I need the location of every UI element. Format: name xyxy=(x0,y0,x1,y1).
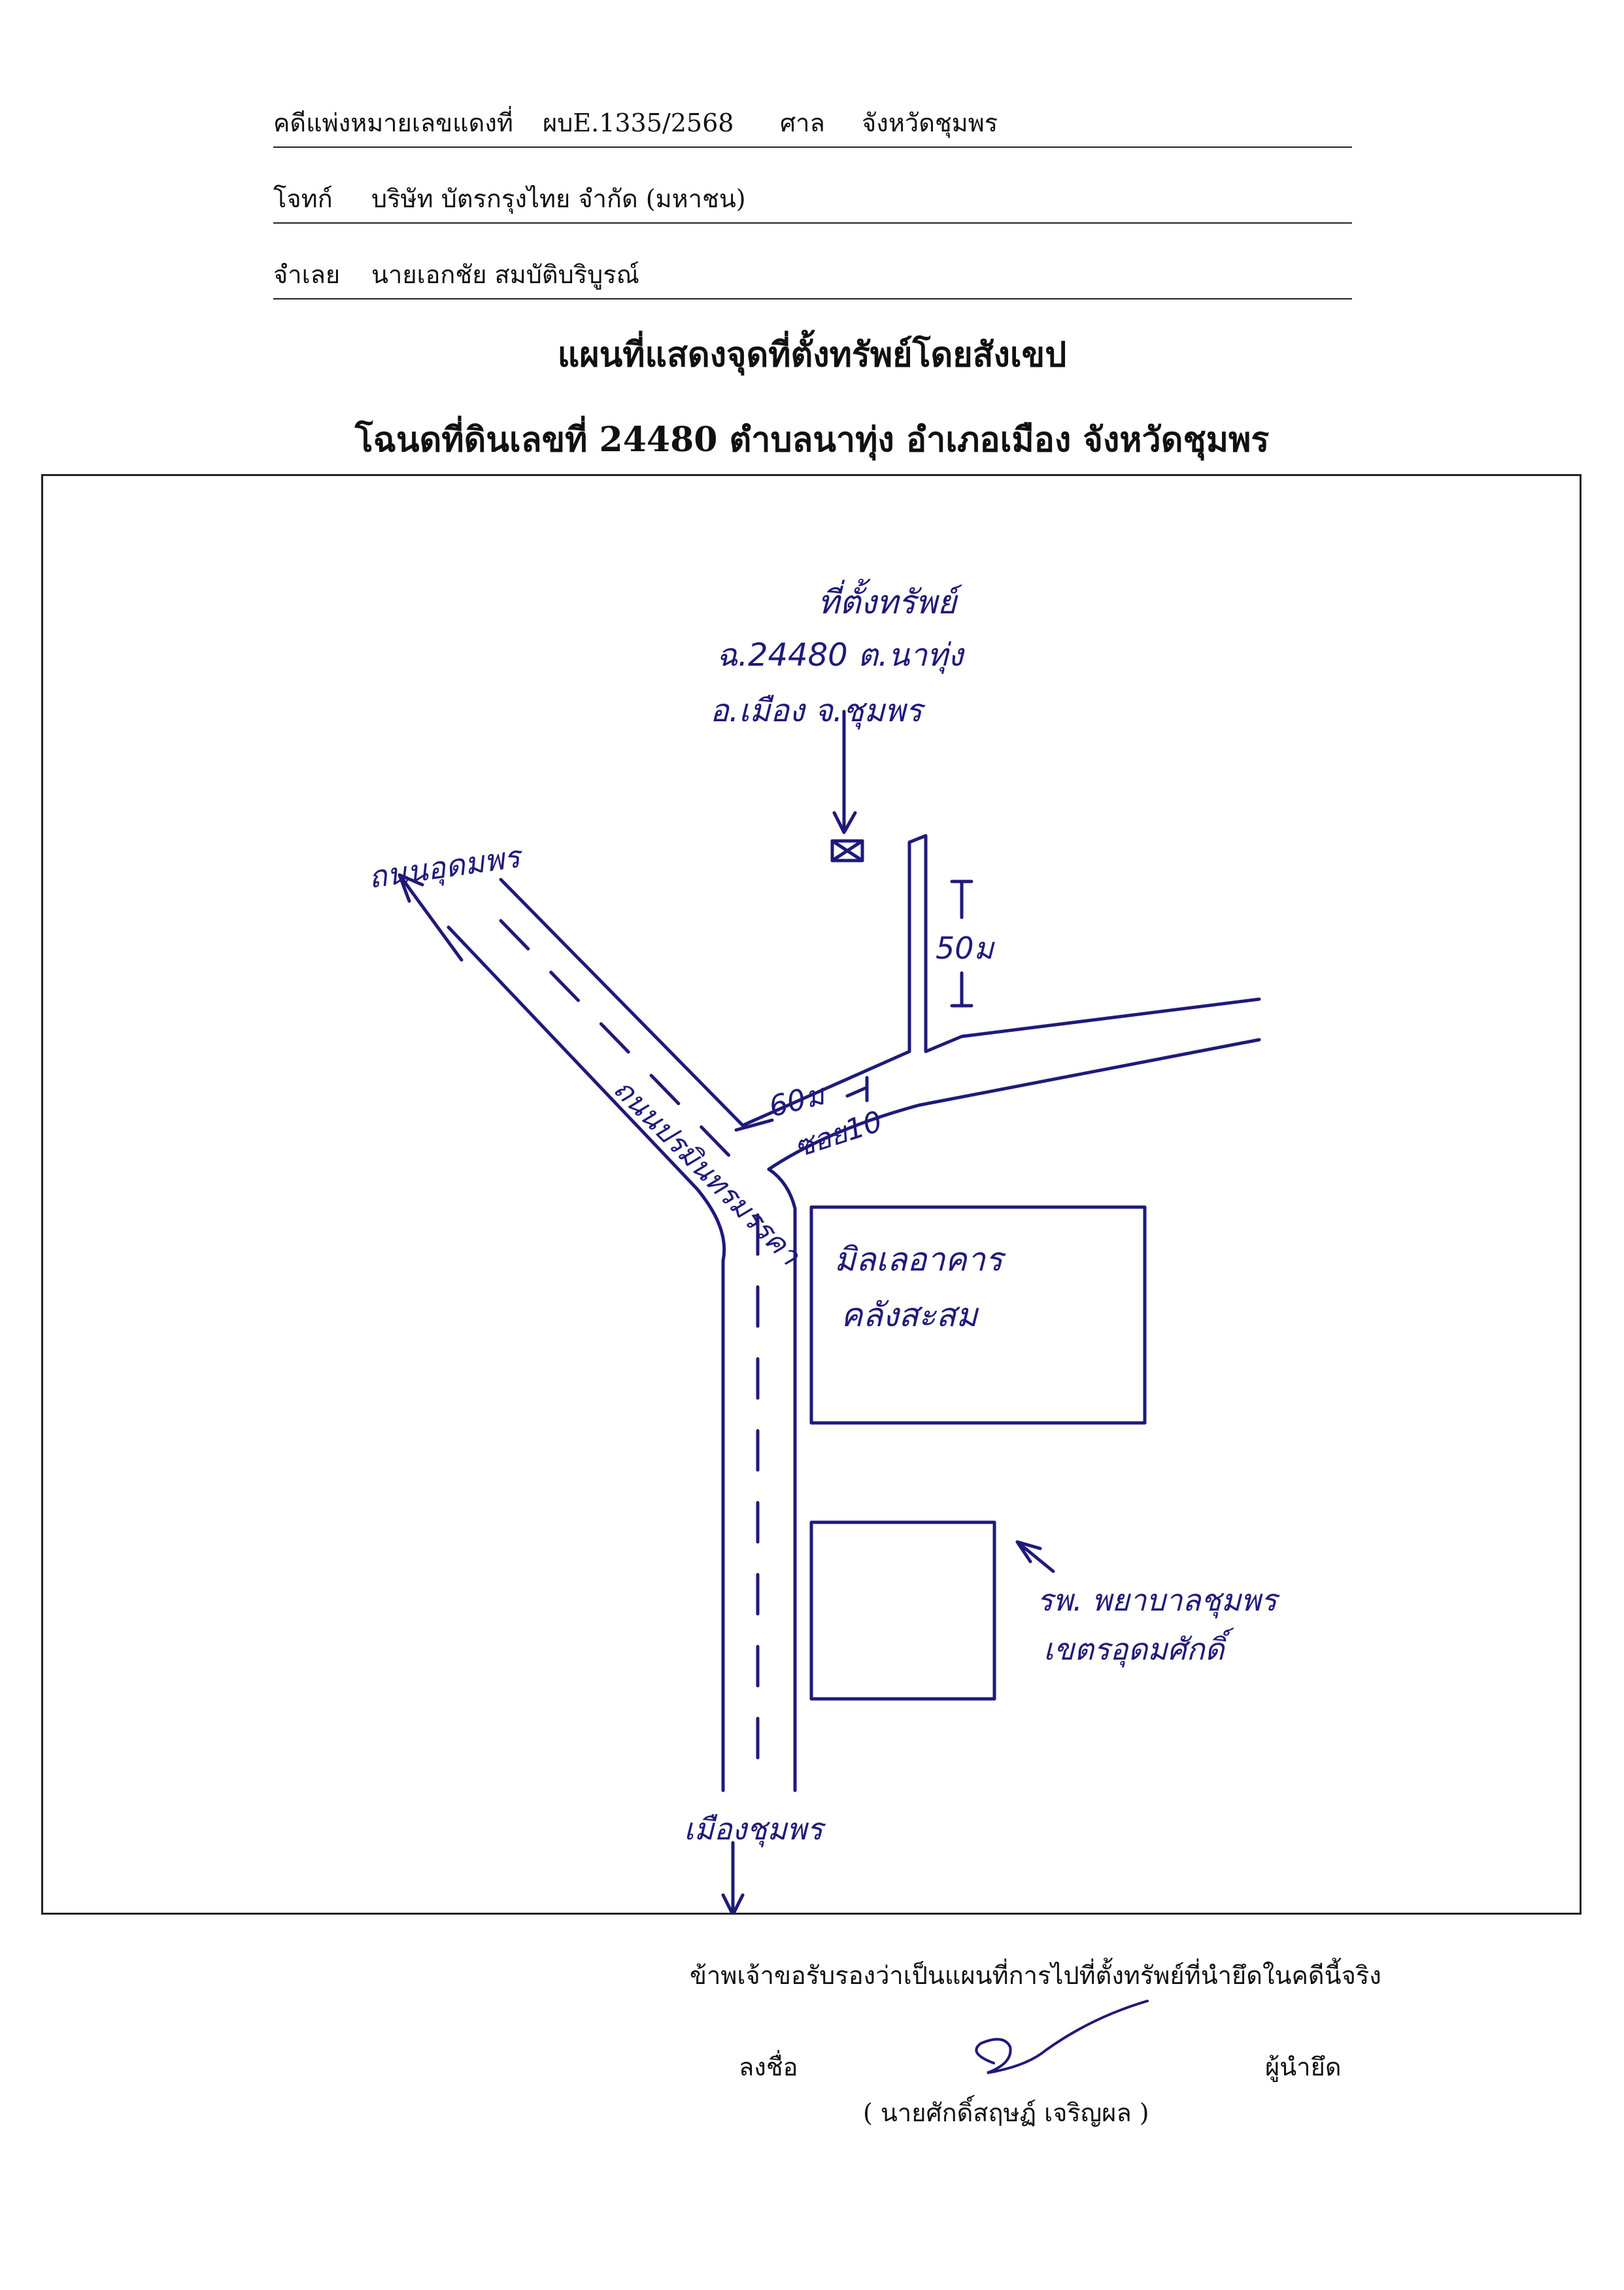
main-road-left-edge xyxy=(447,925,726,1792)
arrow-hospital xyxy=(1015,1540,1055,1573)
case-number: ผบE.1335/2568 xyxy=(543,109,734,137)
court-label: ศาล xyxy=(780,109,825,137)
property-note-3: อ.เมือง จ.ชุมพร xyxy=(710,692,926,730)
arrow-top-left xyxy=(398,873,464,962)
defendant-label: จำเลย xyxy=(273,260,341,289)
property-note-1: ที่ตั้งทรัพย์ xyxy=(818,579,963,621)
case-line: คดีแพ่งหมายเลขแดงที่ ผบE.1335/2568 ศาล จ… xyxy=(273,105,1352,148)
role-label: ผู้นำยึด xyxy=(1265,2053,1342,2081)
property-note-2: ฉ.24480 ต.นาทุ่ง xyxy=(717,637,966,674)
main-title: แผนที่แสดงจุดที่ตั้งทรัพย์โดยสังเขป xyxy=(557,335,1067,375)
defendant-line: จำเลย นายเอกชัย สมบัติบริบูรณ์ xyxy=(273,256,1352,299)
main-road-right-edge xyxy=(499,878,745,1127)
plaintiff-line: โจทก์ บริษัท บัตรกรุงไทย จำกัด (มหาชน) xyxy=(273,180,1352,224)
building-1 xyxy=(809,1205,1147,1425)
junction-curve xyxy=(767,1167,797,1792)
dim-60m xyxy=(734,1076,869,1132)
defendant-value: นายเอกชัย สมบัติบริบูรณ์ xyxy=(371,260,639,289)
sketch-map: ที่ตั้งทรัพย์ ฉ.24480 ต.นาทุ่ง อ.เมือง จ… xyxy=(366,579,1280,1913)
plaintiff-label: โจทก์ xyxy=(273,184,333,213)
plaintiff-value: บริษัท บัตรกรุงไทย จำกัด (มหาชน) xyxy=(371,184,746,213)
building2-line2: เขตรอุดมศักดิ์ xyxy=(1043,1628,1234,1667)
building2-line1: รพ. พยาบาลชุมพร xyxy=(1037,1582,1280,1618)
dim-50m xyxy=(950,880,973,1008)
soi-road-bottom-edge xyxy=(767,1038,1261,1171)
signature-graphic xyxy=(975,2000,1149,2074)
road-top-label: ถนนอุดมพร xyxy=(366,838,526,896)
case-label: คดีแพ่งหมายเลขแดงที่ xyxy=(273,109,513,137)
sign-label: ลงชื่อ xyxy=(739,2053,798,2081)
building1-line2: คลังสะสม xyxy=(841,1296,979,1334)
arrow-down-bottom xyxy=(721,1841,745,1913)
certification-text: ข้าพเจ้าขอรับรองว่าเป็นแผนที่การไปที่ตั้… xyxy=(690,1961,1381,1990)
building1-line1: มิลเลอาคาร xyxy=(834,1240,1006,1278)
court-value: จังหวัดชุมพร xyxy=(862,109,998,137)
distance-vertical: 50ม xyxy=(936,931,996,966)
distance-horizontal: 60ม xyxy=(766,1078,829,1124)
map-frame: ที่ตั้งทรัพย์ ฉ.24480 ต.นาทุ่ง อ.เมือง จ… xyxy=(41,474,1582,1915)
sub-title: โฉนดที่ดินเลขที่ 24480 ตำบลนาทุ่ง อำเภอเ… xyxy=(354,420,1270,460)
building-2 xyxy=(809,1520,996,1701)
arrow-property xyxy=(832,709,857,834)
road-bottom-label: เมืองชุมพร xyxy=(684,1811,826,1847)
road-center-dashes xyxy=(499,919,760,1786)
soi-road-top-edge xyxy=(741,834,1261,1127)
signer-name: ( นายศักดิ์สฤษฏ์ เจริญผล ) xyxy=(863,2098,1149,2127)
property-marker xyxy=(830,839,864,863)
